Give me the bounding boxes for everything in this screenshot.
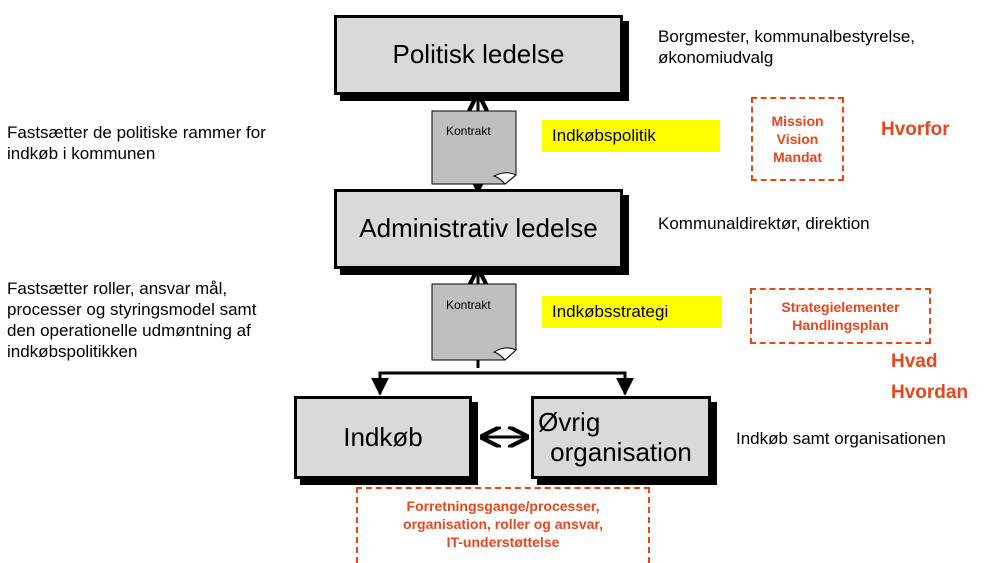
desc-left-1: Fastsætter de politiske rammer for indkø… [7, 122, 266, 164]
desc-bottom-right: Indkøb samt organisationen [736, 428, 946, 449]
orange-box-strategi-line-1: Strategielementer [781, 299, 900, 315]
orange-box-strategi: Strategielementer Handlingsplan [750, 288, 931, 344]
box-ovrig-organisation: Øvrig organisation [531, 396, 711, 479]
contract-label-1: Kontrakt [446, 124, 491, 138]
desc-politisk-right-line-1: Borgmester, kommunalbestyrelse, [658, 27, 915, 46]
highlight-indkobspolitik: Indkøbspolitik [542, 120, 720, 152]
desc-left-1-line-1: Fastsætter de politiske rammer for [7, 123, 266, 142]
orange-box-mission-line-3: Mandat [773, 149, 822, 165]
box-indkob-label: Indkøb [343, 421, 423, 452]
orange-box-forretningsgange-line-1: Forretningsgange/processer, [406, 498, 600, 514]
label-hvad: Hvad [891, 351, 938, 372]
box-administrativ-ledelse: Administrativ ledelse [334, 189, 623, 269]
box-administrativ-label: Administrativ ledelse [359, 213, 598, 244]
desc-politisk-right-line-2: økonomiudvalg [658, 48, 774, 67]
orange-box-forretningsgange: Forretningsgange/processer, organisation… [356, 487, 650, 563]
orange-box-forretningsgange-line-2: organisation, roller og ansvar, [403, 516, 603, 532]
desc-left-2-line-2: processer og styringsmodel samt [7, 300, 257, 319]
highlight-indkobsstrategi: Indkøbsstrategi [542, 296, 722, 328]
desc-bottom-right-line: Indkøb samt organisationen [736, 429, 946, 448]
desc-left-1-line-2: indkøb i kommunen [7, 144, 156, 163]
orange-box-mission-line-2: Vision [776, 131, 819, 147]
label-hvordan: Hvordan [891, 382, 969, 403]
highlight-indkobsstrategi-label: Indkøbsstrategi [552, 302, 669, 321]
desc-admin-right: Kommunaldirektør, direktion [658, 213, 870, 234]
desc-admin-right-line: Kommunaldirektør, direktion [658, 214, 870, 233]
box-politisk-ledelse: Politisk ledelse [334, 15, 623, 95]
contract-document-1-icon [431, 110, 517, 185]
box-ovrig-label-1: Øvrig [538, 406, 601, 437]
desc-politisk-right: Borgmester, kommunalbestyrelse, økonomiu… [658, 26, 915, 68]
desc-left-2: Fastsætter roller, ansvar mål, processer… [7, 278, 256, 362]
desc-left-2-line-1: Fastsætter roller, ansvar mål, [7, 279, 228, 298]
orange-box-mission: Mission Vision Mandat [751, 97, 844, 181]
desc-left-2-line-3: den operationelle udmøntning af [7, 321, 251, 340]
label-hvorfor: Hvorfor [881, 119, 950, 140]
box-ovrig-label-2: organisation [550, 436, 692, 467]
orange-box-mission-line-1: Mission [771, 113, 824, 129]
highlight-indkobspolitik-label: Indkøbspolitik [552, 126, 656, 145]
contract-document-2-icon [431, 283, 517, 361]
box-indkob: Indkøb [294, 396, 472, 479]
desc-left-2-line-4: indkøbspolitikken [7, 342, 138, 361]
branch-line [378, 371, 627, 393]
contract-label-2: Kontrakt [446, 298, 491, 312]
orange-box-strategi-line-2: Handlingsplan [792, 317, 889, 333]
orange-box-forretningsgange-line-3: IT-understøttelse [446, 534, 560, 550]
box-politisk-label: Politisk ledelse [392, 39, 565, 70]
